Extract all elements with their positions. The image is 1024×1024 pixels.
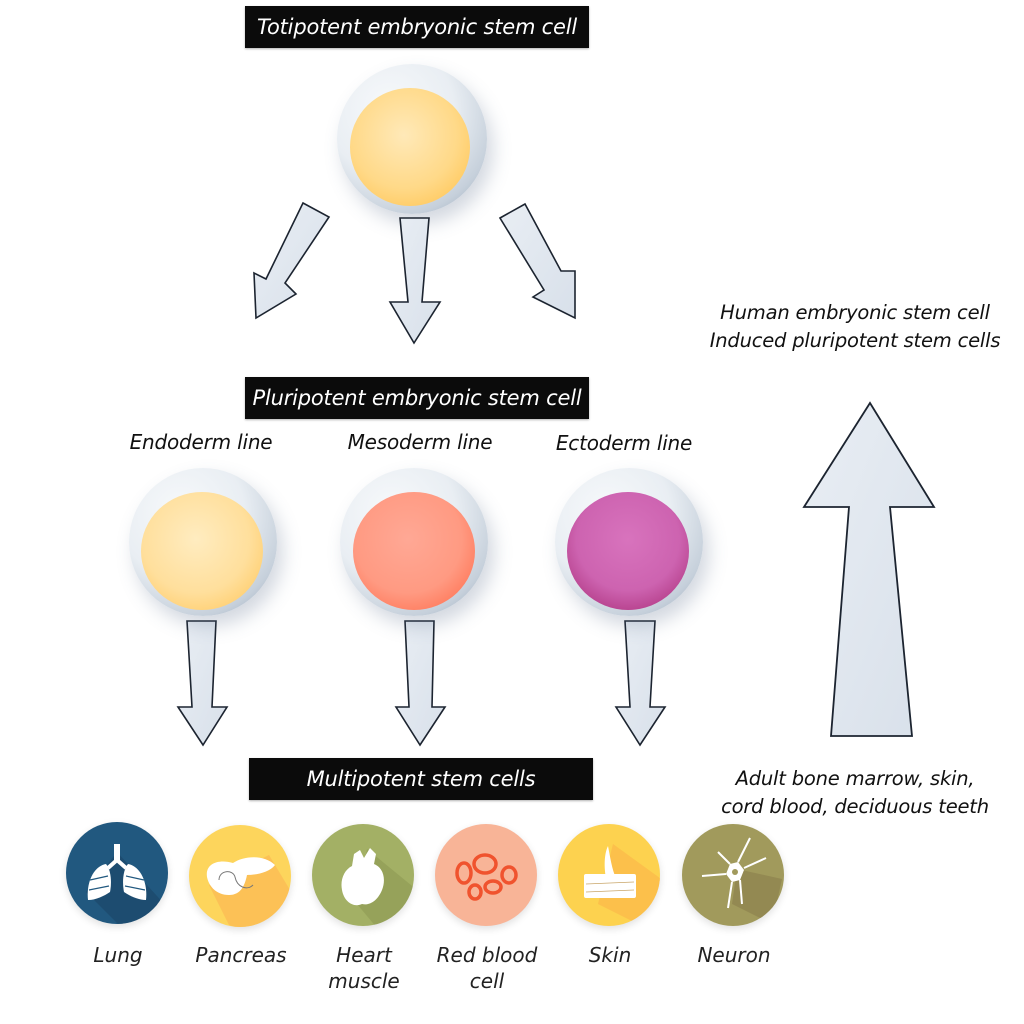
mesoderm-cell-nucleus (353, 492, 475, 610)
lung-icon (66, 822, 168, 924)
adult-sources-note: Adult bone marrow, skin, cord blood, dec… (695, 765, 1015, 821)
skin-label: Skin (540, 942, 680, 968)
heart-label-line2: muscle (328, 969, 400, 993)
rbc-label-line2: cell (469, 969, 505, 993)
arrow-top-left (253, 201, 331, 320)
arrow-top-right (498, 202, 576, 320)
arrow-endoderm-down (176, 620, 229, 747)
heart-muscle-label: Heart muscle (294, 942, 434, 994)
note-induced-pluripotent: Induced pluripotent stem cells (709, 329, 1001, 352)
arrow-reprogramming-up (802, 401, 936, 737)
totipotent-cell-nucleus (350, 88, 470, 206)
heart-icon (312, 824, 414, 926)
endoderm-cell (129, 468, 277, 616)
ectoderm-cell (555, 468, 703, 616)
arrow-ectoderm-down (614, 620, 667, 747)
skin-label-text: Skin (588, 943, 632, 967)
totipotent-banner: Totipotent embryonic stem cell (245, 6, 589, 48)
rbc-label-line1: Red blood (436, 943, 538, 967)
ectoderm-label: Ectoderm line (555, 431, 693, 455)
lung-label-text: Lung (93, 943, 143, 967)
endoderm-label: Endoderm line (129, 430, 273, 454)
heart-label-line1: Heart (336, 943, 392, 967)
red-blood-cell-label: Red blood cell (417, 942, 557, 994)
pluripotent-sources-note: Human embryonic stem cell Induced plurip… (690, 299, 1020, 355)
neuron-label-text: Neuron (697, 943, 771, 967)
note-adult-line2: cord blood, deciduous teeth (721, 795, 989, 818)
pancreas-label-text: Pancreas (195, 943, 287, 967)
lung-label: Lung (48, 942, 188, 968)
note-human-embryonic: Human embryonic stem cell (720, 301, 990, 324)
red-blood-cell-icon (435, 824, 537, 926)
arrow-mesoderm-down (394, 620, 447, 747)
endoderm-cell-nucleus (141, 492, 263, 610)
note-adult-line1: Adult bone marrow, skin, (735, 767, 975, 790)
skin-icon (558, 824, 660, 926)
pancreas-icon (189, 825, 291, 927)
mesoderm-label: Mesoderm line (347, 430, 493, 454)
neuron-label: Neuron (664, 942, 804, 968)
neuron-icon (682, 824, 784, 926)
multipotent-banner: Multipotent stem cells (249, 758, 593, 800)
arrow-top-center (388, 217, 442, 345)
pancreas-label: Pancreas (171, 942, 311, 968)
mesoderm-cell (340, 468, 488, 616)
pluripotent-banner: Pluripotent embryonic stem cell (245, 377, 589, 419)
totipotent-cell (337, 64, 487, 214)
ectoderm-cell-nucleus (567, 492, 689, 610)
